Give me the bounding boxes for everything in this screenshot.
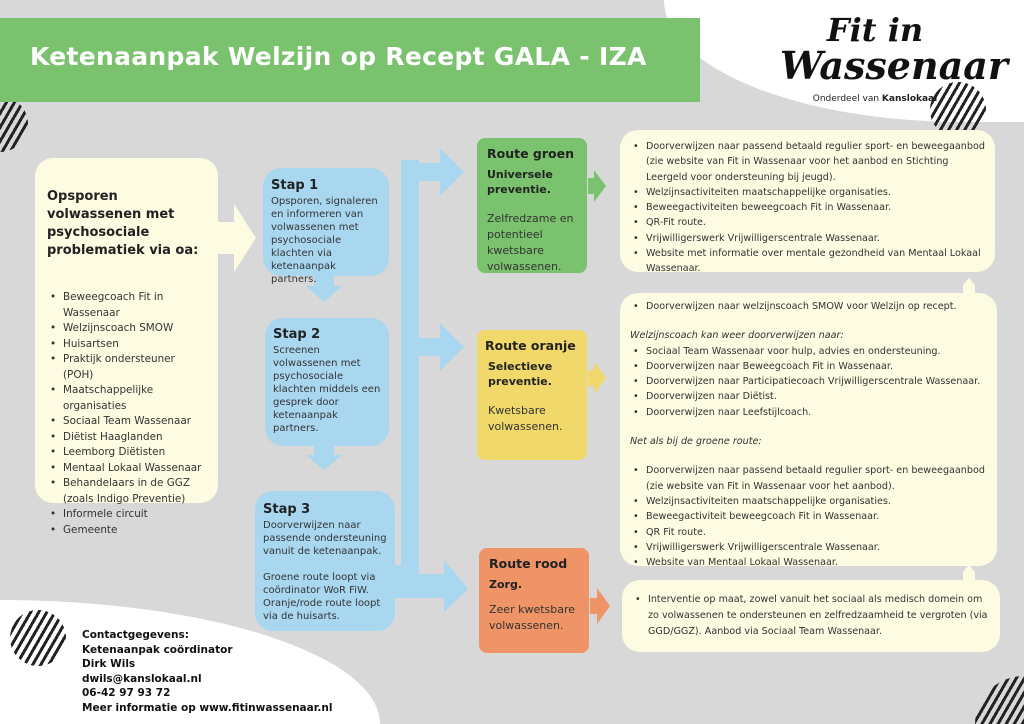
contact-email[interactable]: dwils@kanslokaal.nl — [82, 672, 202, 685]
contact-name: Dirk Wils — [82, 658, 136, 671]
list-item: Website met informatie over mentale gezo… — [630, 246, 985, 277]
left-box-heading: Opsporen volwassenen met psychosociale p… — [47, 189, 199, 258]
orange-intro-1: Welzijnscoach kan weer doorverwijzen naa… — [630, 330, 844, 342]
list-item: Vrijwilligerswerk Vrijwilligerscentrale … — [630, 540, 987, 556]
hatch-decoration — [10, 610, 66, 666]
list-item: Beweegactiviteit beweegcoach Fit in Wass… — [630, 509, 987, 525]
route-title: Route groen — [487, 146, 574, 161]
logo-line1: Fit in — [826, 11, 924, 49]
arrow-right-icon — [419, 148, 464, 196]
route-description: Kwetsbare volwassenen. — [488, 404, 563, 433]
step-title: Stap 2 — [273, 327, 321, 342]
arrow-right-icon — [588, 170, 606, 202]
step-1-box: Stap 1 Opsporen, signaleren en informere… — [263, 168, 389, 285]
route-description: Zeer kwetsbare volwassenen. — [489, 603, 576, 632]
logo-sub-brand: Kanslokaal — [881, 94, 938, 104]
step-text: Screenen volwassenen met psychosociale k… — [273, 345, 381, 434]
list-item: Diëtist Haaglanden — [47, 430, 208, 446]
route-subtitle: Selectieve preventie. — [488, 360, 553, 388]
step-3-box: Stap 3 Doorverwijzen naar passende onder… — [255, 491, 395, 631]
arrow-right-icon — [588, 362, 606, 394]
list-item: Doorverwijzen naar Beweegcoach Fit in Wa… — [630, 359, 987, 375]
route-title: Route oranje — [485, 338, 576, 353]
orange-intro-2: Net als bij de groene route: — [630, 436, 762, 448]
list-item: Doorverwijzen naar passend betaald regul… — [630, 139, 985, 185]
step-2-box: Stap 2 Screenen volwassenen met psychoso… — [265, 318, 389, 446]
list-item: Sociaal Team Wassenaar voor hulp, advies… — [630, 344, 987, 360]
list-item: Website van Mentaal Lokaal Wassenaar. — [630, 555, 987, 571]
contact-info: Contactgegevens: Ketenaanpak coördinator… — [82, 628, 332, 716]
list-item: Mentaal Lokaal Wassenaar — [47, 461, 208, 477]
route-subtitle: Universele preventie. — [487, 168, 553, 196]
list-item: QR-Fit route. — [630, 215, 985, 231]
sources-list: Beweegcoach Fit in Wassenaar Welzijnscoa… — [47, 290, 208, 538]
step-text: Opsporen, signaleren en informeren van v… — [271, 196, 378, 285]
list-item: Praktijk ondersteuner (POH) — [47, 352, 208, 383]
route-red-box: Route rood Zorg. Zeer kwetsbare volwasse… — [479, 548, 589, 653]
arrow-down-icon — [306, 276, 342, 302]
list-item: Gemeente — [47, 523, 208, 539]
page-title: Ketenaanpak Welzijn op Recept GALA - IZA — [30, 42, 647, 71]
list-item: Doorverwijzen naar Diëtist. — [630, 389, 987, 405]
logo-subtitle: Onderdeel van Kanslokaal — [780, 94, 970, 104]
list-item: Doorverwijzen naar passend betaald regul… — [630, 463, 987, 494]
arrow-right-icon — [395, 560, 468, 612]
red-route-actions: Interventie op maat, zowel vanuit het so… — [622, 580, 1000, 652]
route-orange-box: Route oranje Selectieve preventie. Kwets… — [477, 330, 587, 460]
arrow-up-icon — [963, 278, 975, 293]
list-item: Vrijwilligerswerk Vrijwilligerscentrale … — [630, 231, 985, 247]
contact-heading: Contactgegevens: — [82, 629, 189, 641]
green-route-actions: Doorverwijzen naar passend betaald regul… — [620, 130, 995, 274]
logo-line2: Wassenaar — [780, 43, 1008, 88]
list-item: Doorverwijzen naar Leefstijlcoach. — [630, 405, 987, 421]
contact-phone: 06-42 97 93 72 — [82, 687, 171, 700]
list-item: Doorverwijzen naar welzijnscoach SMOW vo… — [630, 299, 987, 315]
list-item: Doorverwijzen naar Participatiecoach Vri… — [630, 374, 987, 390]
route-description: Zelfredzame en potentieel kwetsbare volw… — [487, 212, 574, 273]
left-sources-box: Opsporen volwassenen met psychosociale p… — [35, 158, 218, 538]
step-text-2: Groene route loopt via coördinator WoR F… — [263, 572, 381, 622]
step-title: Stap 3 — [263, 502, 311, 517]
arrow-down-icon — [306, 446, 342, 470]
list-item: Huisartsen — [47, 337, 208, 353]
route-green-box: Route groen Universele preventie. Zelfre… — [477, 138, 587, 273]
list-item: Welzijnsactiviteiten maatschappelijke or… — [630, 494, 987, 510]
arrow-right-icon — [218, 204, 256, 272]
list-item: Informele circuit — [47, 507, 208, 523]
hatch-decoration — [930, 82, 986, 138]
list-item: QR Fit route. — [630, 525, 987, 541]
route-subtitle: Zorg. — [489, 578, 523, 591]
step-text: Doorverwijzen naar passende ondersteunin… — [263, 520, 387, 557]
list-item: Maatschappelijke organisaties — [47, 383, 208, 414]
contact-role: Ketenaanpak coördinator — [82, 643, 233, 656]
list-item: Welzijnscoach SMOW — [47, 321, 208, 337]
step-title: Stap 1 — [271, 178, 319, 193]
logo-sub-prefix: Onderdeel van — [812, 94, 880, 104]
vertical-connector — [401, 160, 419, 590]
list-item: Beweegcoach Fit in Wassenaar — [47, 290, 208, 321]
list-item: Behandelaars in de GGZ (zoals Indigo Pre… — [47, 476, 208, 507]
title-banner — [0, 18, 700, 102]
contact-website[interactable]: Meer informatie op www.fitinwassenaar.nl — [82, 701, 333, 714]
route-title: Route rood — [489, 556, 568, 571]
list-item: Beweegactiviteiten beweegcoach Fit in Wa… — [630, 200, 985, 216]
list-item: Sociaal Team Wassenaar — [47, 414, 208, 430]
logo: Fit in Wassenaar — [780, 11, 1008, 88]
list-item: Interventie op maat, zowel vanuit het so… — [632, 592, 990, 640]
orange-route-actions: Doorverwijzen naar welzijnscoach SMOW vo… — [620, 293, 997, 571]
arrow-right-icon — [419, 323, 464, 371]
arrow-right-icon — [590, 588, 610, 624]
list-item: Leemborg Diëtisten — [47, 445, 208, 461]
list-item: Welzijnsactiviteiten maatschappelijke or… — [630, 185, 985, 201]
